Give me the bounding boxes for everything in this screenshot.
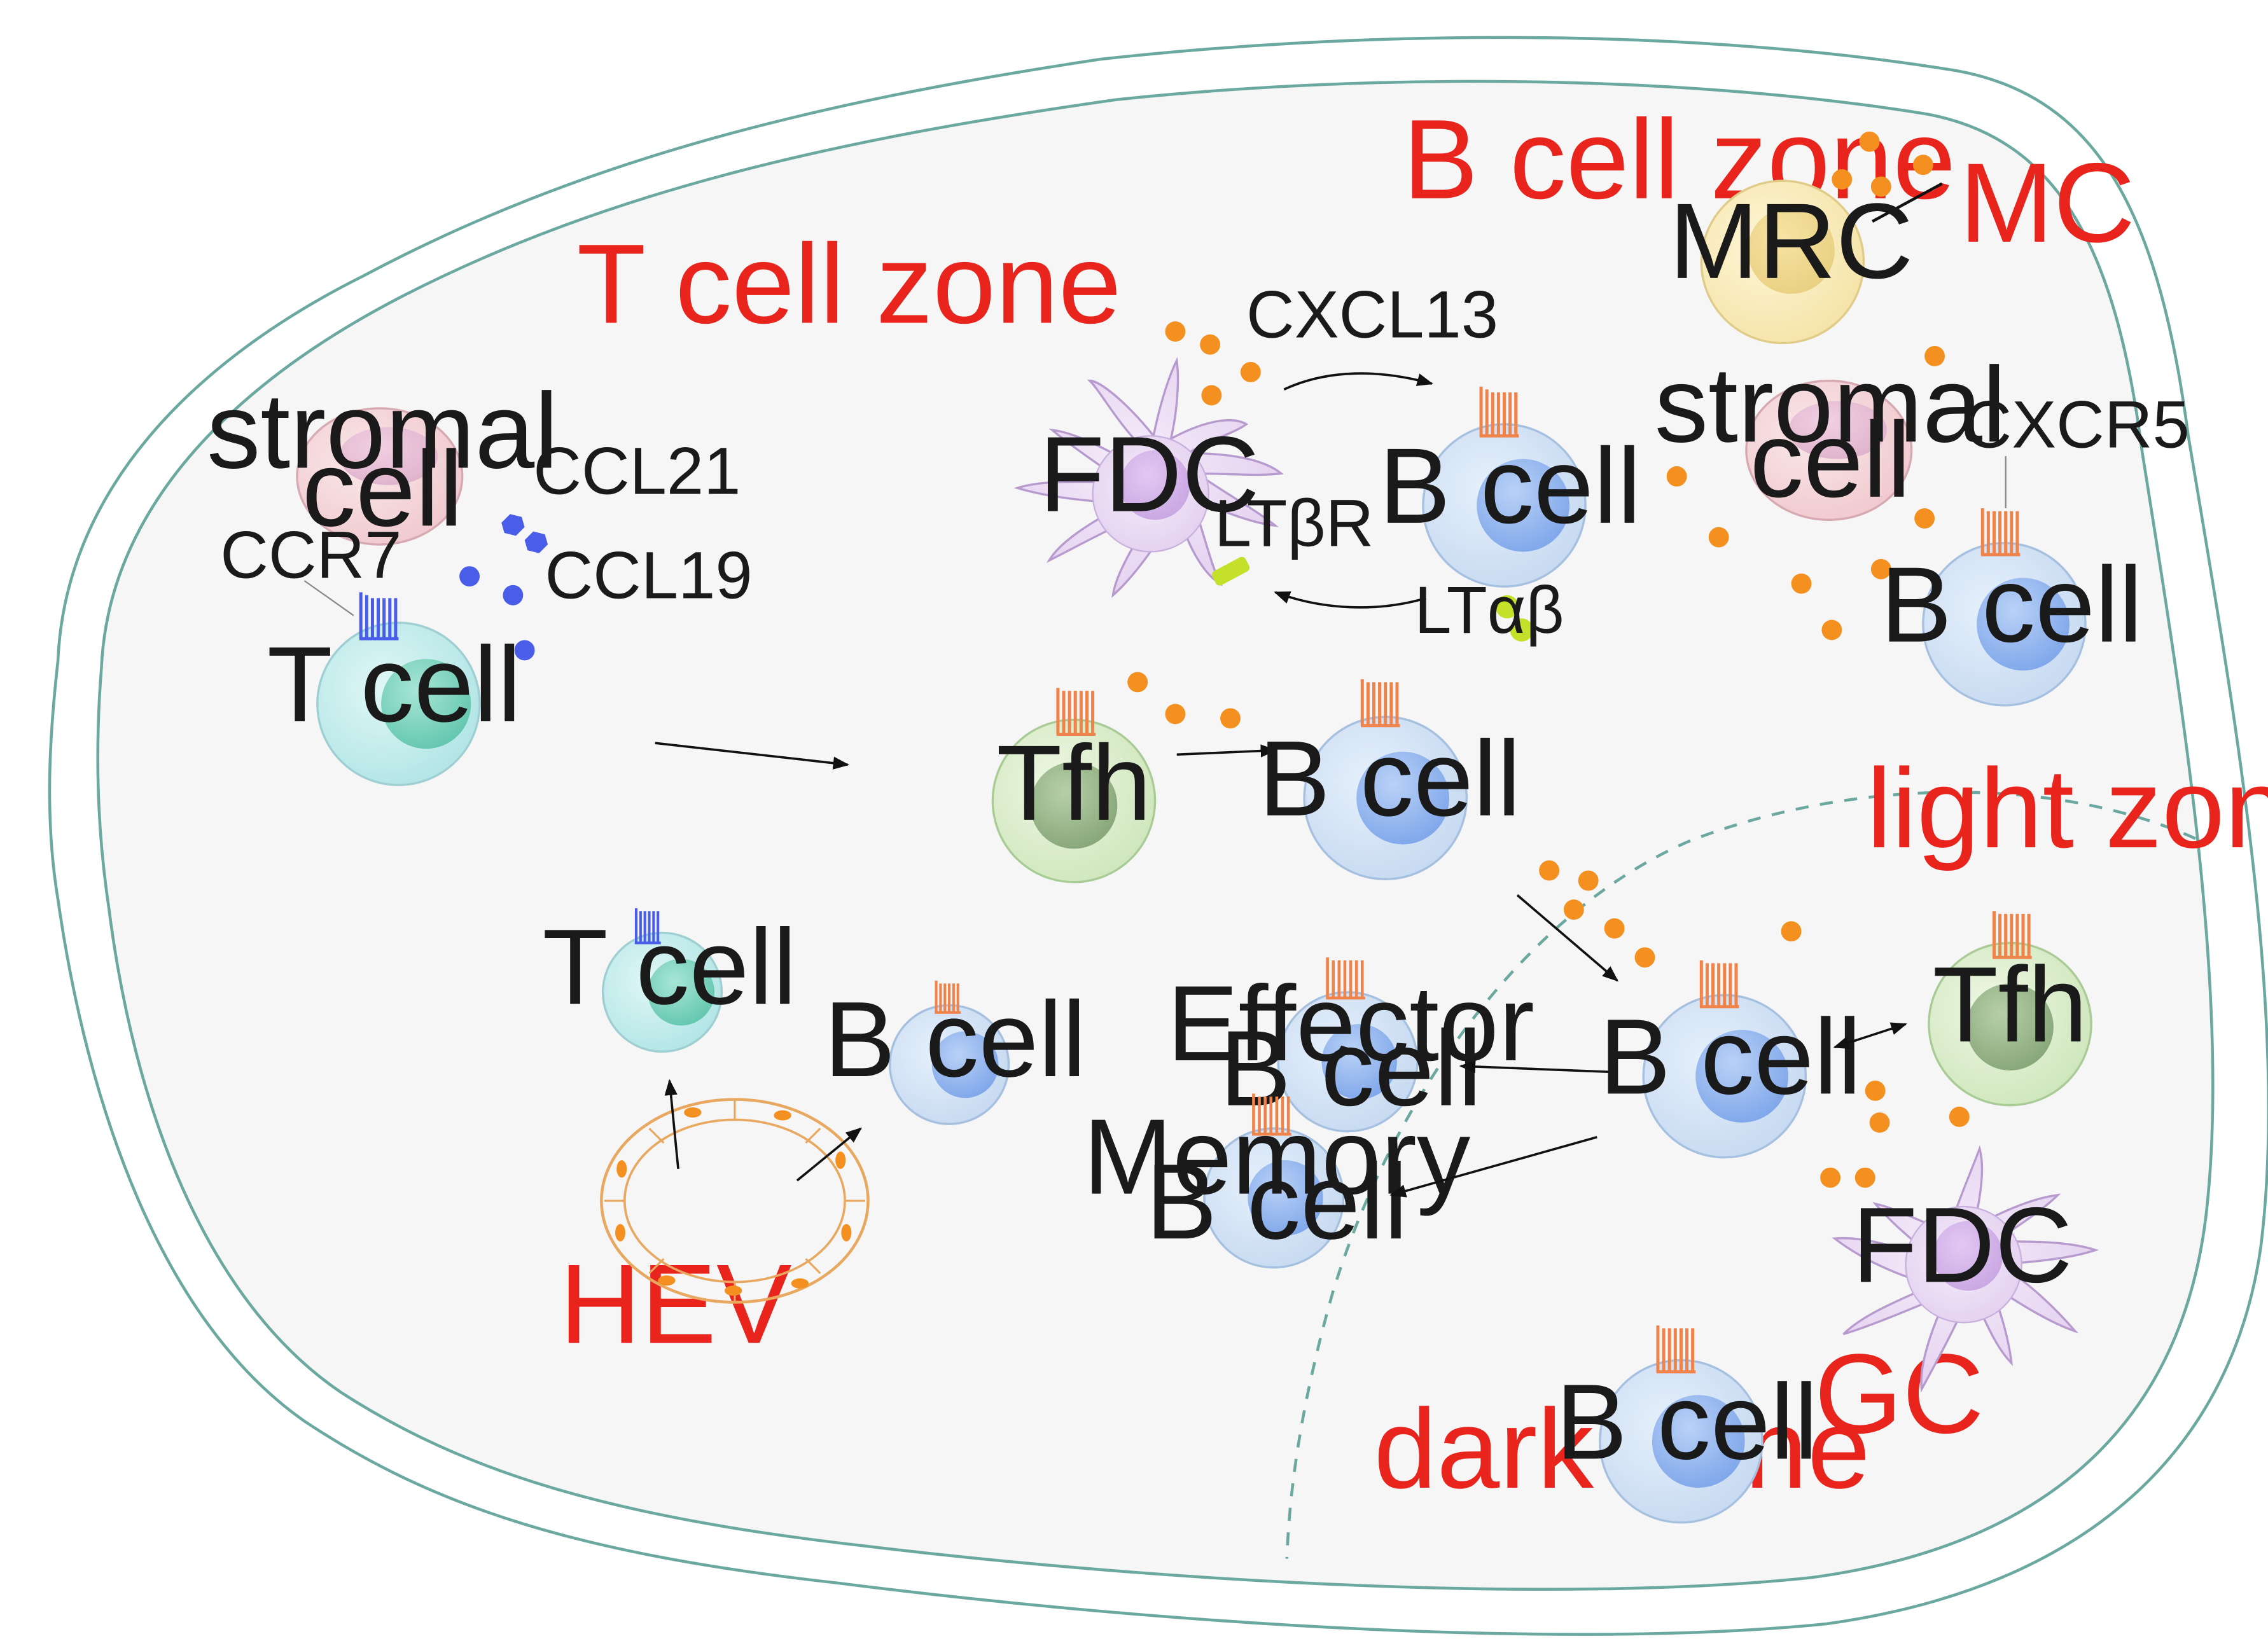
tfh-cell-gc: Tfh — [1928, 911, 2092, 1107]
cxcl13-label: CXCL13 — [1246, 277, 1498, 352]
fdc-top-label: FDC — [1039, 414, 1259, 534]
mc-pointer-line — [1872, 182, 1943, 223]
light-zone-label: light zone — [1867, 745, 2268, 871]
cxcr5-receptor-tfh-gc — [1992, 911, 2032, 959]
arrow-cxcl13-to-bcell — [1283, 372, 1434, 391]
arrow-tfh-to-bcell — [1176, 744, 1277, 758]
cxcr5-receptor-effector — [1326, 957, 1365, 1000]
t-cell-zone-label: T cell zone — [577, 221, 1122, 347]
ccl21-chemokine — [501, 514, 548, 553]
zone-labels: T cell zone B cell zone MC light zone da… — [559, 96, 2268, 1512]
ltbr-receptor — [1211, 557, 1250, 586]
mrc-label: MRC — [1669, 181, 1914, 301]
arrow-tcell-to-tfh — [655, 742, 850, 770]
tfh-cell-mid: Tfh — [991, 688, 1157, 883]
t-cell-main: T cell — [267, 592, 522, 786]
germinal-center-boundary — [1285, 791, 2197, 1559]
hev-label: HEV — [559, 1240, 791, 1367]
ccr7-receptor — [359, 592, 399, 640]
arrow-bcell-to-gc — [1516, 894, 1619, 982]
stromal-cell-t-zone: stromal cell — [207, 370, 559, 548]
stromal-cell-b-zone: stromal cell — [1655, 344, 2007, 522]
b-cell-zone-label: B cell zone — [1403, 96, 1956, 223]
cxcl13-chemokine-top — [1165, 321, 1261, 406]
b-cell-mid-label: B cell — [1258, 718, 1520, 838]
stromal-t-label-1: stromal — [207, 370, 559, 490]
b-cell-top-label: B cell — [1379, 426, 1641, 546]
memory-label-2: B cell — [1146, 1141, 1408, 1261]
arrow-to-effector — [1459, 1060, 1609, 1074]
memory-b-cell: Memory B cell — [1083, 1093, 1470, 1269]
cxcr5-receptor-small — [935, 980, 961, 1014]
ltbr-label: LTβR — [1214, 486, 1374, 560]
cxcl13-chemokine-stromal — [1666, 466, 1935, 640]
b-cell-top: B cell — [1379, 386, 1641, 588]
arrow-hev-to-tcell — [664, 1079, 679, 1170]
b-cell-dark-label: B cell — [1555, 1361, 1818, 1481]
t-cell-small-label: T cell — [543, 906, 797, 1027]
b-cell-right-label: B cell — [1881, 544, 2143, 665]
ccl21-label: CCL21 — [533, 434, 741, 508]
ccr7-label: CCR7 — [220, 518, 401, 592]
b-cell-small: B cell — [824, 979, 1086, 1125]
cxcr5-receptor-gc — [1699, 960, 1739, 1009]
arrow-hev-to-bcell — [796, 1127, 863, 1182]
mrc-cell: MRC — [1669, 179, 1914, 345]
hev-vessel — [600, 1098, 870, 1304]
b-cell-mid: B cell — [1258, 679, 1521, 880]
cxcl13-chemokine-gc — [1820, 1080, 1970, 1188]
b-cell-small-label: B cell — [824, 979, 1086, 1099]
tfh-mid-label: Tfh — [996, 723, 1151, 843]
cxcl13-chemokine-mrc — [1832, 131, 1945, 366]
effector-label-2: B cell — [1220, 1008, 1482, 1128]
b-cell-dark: B cell — [1555, 1325, 1818, 1524]
cxcl13-chemokine-tfh — [1127, 672, 1241, 729]
arrow-ltab-to-fdc — [1274, 591, 1427, 609]
cxcr5-label: CXCR5 — [1964, 387, 2190, 462]
ltab-label: LTαβ — [1414, 573, 1564, 647]
ccr7-pointer-line — [303, 580, 354, 616]
arrow-to-memory — [1389, 1135, 1597, 1198]
ccl19-chemokine — [459, 566, 535, 661]
cxcr5-receptor-dark — [1656, 1325, 1696, 1374]
cxcr5-receptor — [1479, 386, 1519, 438]
fdc-top: FDC — [1013, 357, 1284, 599]
t-cell-small: T cell — [543, 906, 797, 1053]
arrow-bcell-tfh-interaction — [1833, 1022, 1907, 1049]
cxcl13-chemokine-mid — [1539, 860, 1802, 968]
ltab-ligand — [1495, 595, 1534, 642]
stromal-t-label-2: cell — [302, 428, 463, 548]
t-cell-main-label: T cell — [267, 624, 522, 744]
gc-label: GC — [1814, 1330, 1984, 1457]
ccl19-label: CCL19 — [545, 538, 753, 613]
b-cell-gc-label: B cell — [1599, 996, 1861, 1116]
cxcr5-receptor-right — [1980, 508, 2021, 557]
ccr7-receptor-small — [634, 908, 661, 945]
fdc-gc-label: FDC — [1852, 1185, 2072, 1305]
stromal-b-label-1: stromal — [1655, 344, 2007, 464]
b-cell-gc: B cell — [1599, 960, 1861, 1159]
mc-label: MC — [1959, 139, 2135, 266]
cxcr5-receptor-memory — [1252, 1093, 1291, 1136]
fdc-gc: FDC — [1832, 1145, 2099, 1393]
cxcr5-receptor-tfh — [1056, 688, 1096, 736]
b-cell-right: B cell — [1881, 508, 2143, 707]
cxcr5-receptor-mid — [1360, 679, 1400, 728]
tfh-gc-label: Tfh — [1933, 944, 2088, 1064]
stromal-b-label-2: cell — [1750, 399, 1911, 520]
